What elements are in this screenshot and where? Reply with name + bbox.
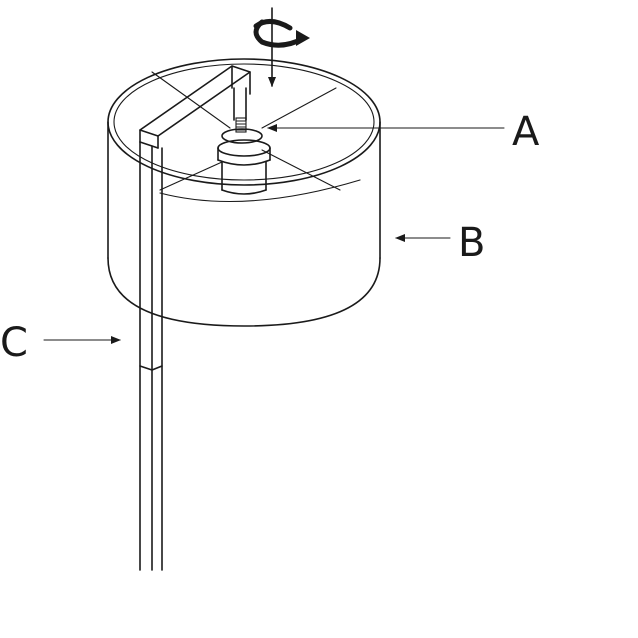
callout-leaders: [43, 124, 505, 344]
callout-label-b: B: [458, 220, 485, 266]
finial-ring: [221, 128, 263, 144]
spider-arm-1: [151, 71, 231, 129]
shade-bottom-rim: [107, 257, 381, 327]
pole-joint: [139, 365, 153, 371]
lamp-pole: [139, 65, 251, 571]
callout-label-c: C: [0, 320, 28, 366]
spider-arm-4: [159, 161, 223, 191]
shade-top-rim: [107, 58, 381, 186]
threaded-rod: [235, 117, 247, 133]
shade-inner-bottom: [159, 179, 361, 203]
shade-inner-rim: [113, 63, 375, 181]
rotate-clockwise-icon: [253, 7, 310, 87]
spider-arm-2: [261, 87, 337, 129]
spider-arm-3: [261, 149, 341, 191]
lamp-shade: [107, 58, 381, 327]
shade-fitting: [217, 87, 271, 195]
callout-label-a: A: [512, 109, 540, 155]
